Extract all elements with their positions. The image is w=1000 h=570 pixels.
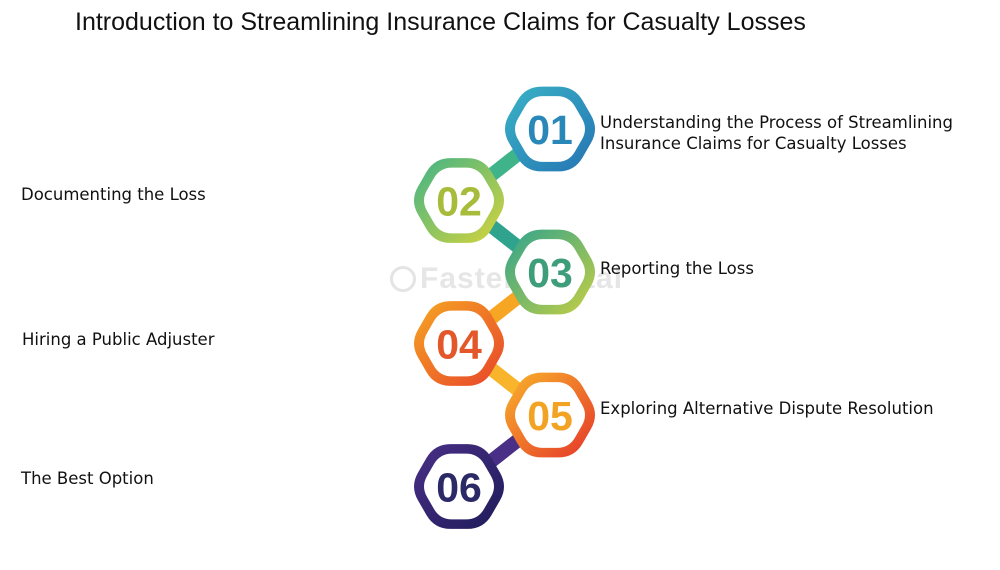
step-number: 05 [527, 393, 573, 439]
step-badge-06: 06 [414, 444, 504, 529]
step-number: 02 [436, 179, 482, 225]
step-hexagons: 01 02 03 04 05 06 [414, 86, 595, 529]
step-badge-02: 02 [414, 158, 504, 243]
step-hexagon-inner [515, 96, 585, 162]
step-label-3: Reporting the Loss [600, 259, 754, 278]
step-badge-04: 04 [414, 301, 504, 386]
step-badge-05: 05 [505, 372, 595, 458]
step-label-4: Hiring a Public Adjuster [22, 330, 215, 349]
step-number: 06 [436, 465, 482, 511]
step-label-6: The Best Option [21, 469, 154, 488]
step-number: 04 [436, 322, 482, 368]
step-badge-01: 01 [505, 86, 595, 172]
watermark-gear-icon [390, 266, 416, 292]
step-badge-03: 03 [505, 229, 595, 315]
step-hexagon-inner [424, 167, 494, 234]
step-number: 03 [527, 250, 573, 296]
step-number: 01 [527, 107, 573, 153]
step-hexagon-inner [424, 310, 494, 377]
step-label-5: Exploring Alternative Dispute Resolution [600, 399, 934, 418]
step-label-2: Documenting the Loss [21, 185, 206, 204]
step-hexagon-inner [515, 382, 585, 448]
step-hexagon-inner [424, 453, 494, 520]
page-title: Introduction to Streamlining Insurance C… [75, 8, 806, 36]
step-hexagon-inner [515, 239, 585, 305]
step-label-1: Understanding the Process of Streamlinin… [600, 113, 953, 153]
